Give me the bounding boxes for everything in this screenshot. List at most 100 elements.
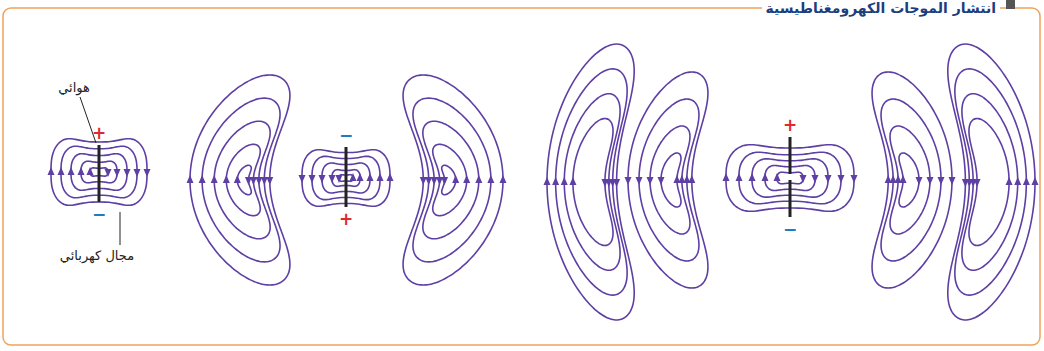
field-arrow [266, 177, 273, 185]
field-line [890, 126, 930, 234]
field-line [564, 94, 620, 271]
field-arrow [187, 175, 194, 183]
field-arrow [723, 173, 730, 181]
field-arrow [87, 167, 94, 175]
field-arrow [552, 177, 559, 185]
field-arrow [463, 175, 470, 183]
field-arrow [211, 175, 218, 183]
charge-sign: − [92, 206, 106, 223]
field-arrow [851, 175, 858, 183]
field-line [955, 69, 1027, 295]
field-line [547, 44, 634, 320]
field-arrow [319, 175, 326, 183]
field-arrow [329, 175, 336, 183]
field-arrow [420, 177, 427, 185]
field-arrow [812, 175, 819, 183]
antenna [98, 145, 101, 202]
field-arrow [299, 175, 306, 183]
field-arrow [1023, 177, 1030, 185]
field-arrow [800, 175, 807, 183]
field-line [650, 126, 690, 234]
field-line [556, 69, 628, 295]
charge-sign: + [92, 125, 106, 142]
field-arrow [825, 175, 832, 183]
charge-sign: − [783, 221, 797, 238]
field-arrow [336, 175, 343, 183]
field-arrow [357, 173, 364, 181]
field-arrow [255, 177, 262, 185]
figure-title-holder: انتشار الموجات الكهرومغناطيسية [762, 0, 1000, 17]
field-arrow [838, 175, 845, 183]
charge-sign-holder: + [339, 211, 353, 228]
leader-line [120, 212, 121, 245]
field-arrow [774, 173, 781, 181]
field-line [403, 75, 503, 285]
field-line [969, 119, 1009, 246]
field-arrow [625, 177, 632, 185]
figure-title: انتشار الموجات الكهرومغناطيسية [762, 0, 1000, 17]
antenna [345, 147, 348, 207]
charge-sign: + [339, 211, 353, 228]
field-arrow [452, 175, 459, 183]
field-arrow [475, 175, 482, 183]
field-arrow [658, 177, 665, 185]
field-line [661, 153, 681, 207]
charge-sign-holder: − [92, 206, 106, 223]
field-arrow [938, 177, 945, 185]
field-arrow [569, 177, 576, 185]
field-arrow [144, 169, 151, 177]
field-arrow [544, 177, 551, 185]
field-arrow [309, 175, 316, 183]
field-line [423, 121, 479, 239]
field-arrow [199, 175, 206, 183]
field-arrow [425, 177, 432, 185]
field-arrow [916, 177, 923, 185]
frame [3, 8, 1040, 345]
field-line [899, 153, 919, 207]
field-arrow [261, 177, 268, 185]
charge-sign-holder: + [92, 125, 106, 142]
charge-sign-holder: + [783, 117, 797, 134]
part-label: هوائي [57, 80, 91, 96]
part-label: مجال كهربائي [59, 248, 135, 264]
field-arrow [78, 167, 85, 175]
field-arrow [245, 177, 252, 185]
charge-sign-holder: − [339, 127, 353, 144]
field-arrow [900, 175, 907, 183]
field-arrow [1014, 177, 1021, 185]
field-arrow [134, 169, 141, 177]
field-arrow [234, 175, 241, 183]
field-arrow [561, 177, 568, 185]
field-arrow [949, 177, 956, 185]
field-arrow [736, 173, 743, 181]
part-label-holder: مجال كهربائي [59, 248, 135, 264]
charge-sign-holder: − [783, 221, 797, 238]
field-line [214, 121, 270, 239]
field-arrow [68, 167, 75, 175]
field-arrow [1006, 177, 1013, 185]
charge-sign: + [783, 117, 797, 134]
field-line [202, 98, 280, 262]
field-line [51, 139, 147, 206]
field-arrow [105, 169, 112, 177]
field-line [413, 98, 491, 262]
title-marker [1006, 0, 1015, 9]
field-arrow [974, 179, 981, 187]
field-line [433, 144, 467, 215]
field-arrow [636, 177, 643, 185]
field-arrow [367, 173, 374, 181]
field-arrow [487, 175, 494, 183]
field-arrow [124, 169, 131, 177]
field-arrow [673, 175, 680, 183]
field-arrow [441, 177, 448, 185]
field-arrow [48, 167, 55, 175]
field-line [948, 44, 1035, 320]
field-line [639, 99, 699, 261]
field-arrow [223, 175, 230, 183]
field-arrow [1032, 177, 1039, 185]
field-arrow [58, 167, 65, 175]
field-line [872, 72, 952, 288]
field-arrow [114, 169, 121, 177]
field-arrow [377, 173, 384, 181]
